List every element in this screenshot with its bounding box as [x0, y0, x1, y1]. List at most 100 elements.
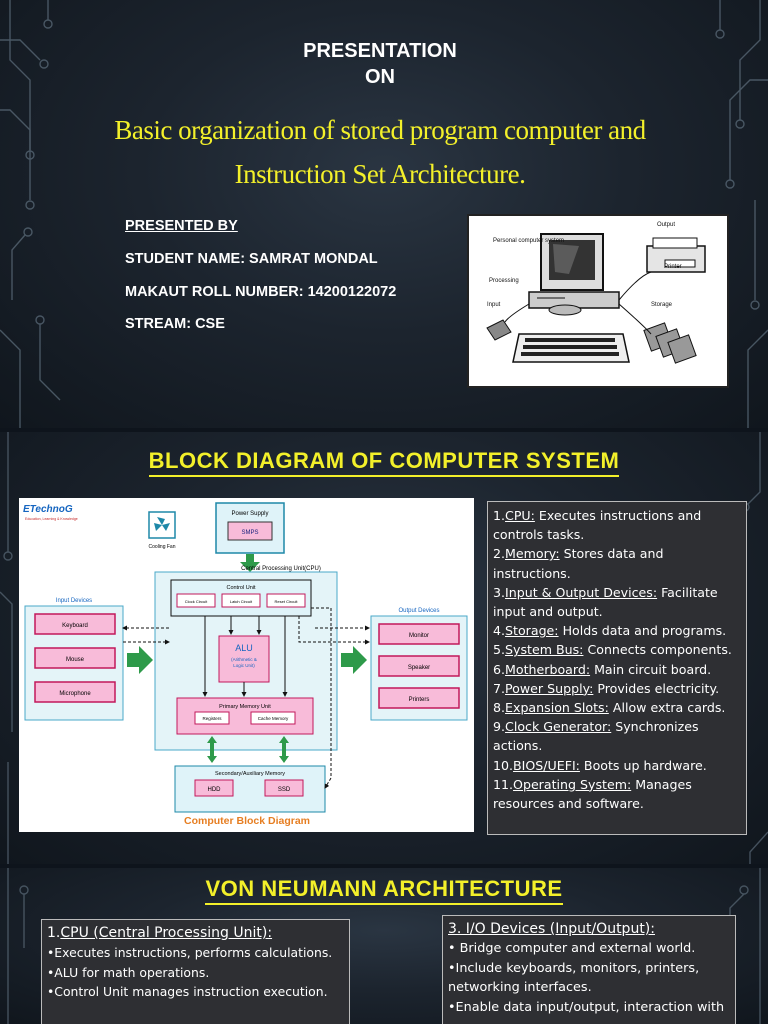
item-description: Main circuit board.: [590, 661, 712, 677]
block-diagram-slide: BLOCK DIAGRAM OF COMPUTER SYSTEM ETechno…: [0, 432, 768, 864]
alu-sub1: (Arithmetic &: [231, 657, 257, 662]
component-list-item: 10.BIOS/UEFI: Boots up hardware.: [493, 756, 741, 775]
component-list-item: 3.Input & Output Devices: Facilitate inp…: [493, 583, 741, 621]
item-term: Input & Output Devices:: [505, 584, 658, 600]
cpu-box-title-text: CPU (Central Processing Unit):: [60, 925, 273, 941]
io-bullet-1: • Bridge computer and external world.: [448, 941, 696, 957]
item-description: Holds data and programs.: [558, 623, 727, 639]
io-box-title: 3. I/O Devices (Input/Output):: [448, 920, 730, 939]
label-personal-computer: Personal computer system: [493, 238, 564, 244]
secondary-memory-label: Secondary/Auxiliary Memory: [215, 771, 285, 777]
cpu-box-title: 1.CPU (Central Processing Unit):: [47, 924, 344, 943]
item-number: 4.: [493, 623, 506, 639]
component-list-item: 8.Expansion Slots: Allow extra cards.: [493, 698, 741, 717]
item-description: Provides electricity.: [593, 680, 720, 696]
component-list-item: 7.Power Supply: Provides electricity.: [493, 679, 741, 698]
cpu-box-title-num: 1.: [47, 925, 61, 941]
clock-circuit-label: Clock Circuit: [185, 599, 208, 604]
io-info-box: 3. I/O Devices (Input/Output): • Bridge …: [442, 915, 736, 1024]
item-term: System Bus:: [505, 642, 584, 658]
output-devices-label: Output Devices: [398, 608, 439, 614]
presentation-line2: ON: [365, 66, 395, 88]
item-term: Storage:: [505, 623, 559, 639]
input-devices-label: Input Devices: [56, 598, 92, 604]
slide-heading: BLOCK DIAGRAM OF COMPUTER SYSTEM: [0, 448, 768, 477]
item-number: 2.: [493, 546, 506, 562]
cache-memory-label: Cache Memory: [258, 716, 289, 721]
roll-number: MAKAUT ROLL NUMBER: 14200122072: [125, 284, 397, 300]
item-description: Synchronizes actions.: [493, 719, 699, 754]
mouse-label: Mouse: [66, 657, 85, 663]
smps-label: SMPS: [241, 530, 258, 536]
heading-text: BLOCK DIAGRAM OF COMPUTER SYSTEM: [148, 448, 620, 477]
computer-system-illustration: Output Personal computer system Printer …: [467, 214, 729, 388]
microphone-label: Microphone: [59, 691, 91, 697]
title-line2: Instruction Set Architecture.: [234, 159, 526, 189]
power-supply-label: Power Supply: [231, 511, 268, 517]
circuit-decoration: [0, 432, 768, 864]
label-storage: Storage: [651, 302, 673, 308]
title-line1: Basic organization of stored program com…: [114, 115, 646, 145]
item-number: 7.: [493, 680, 506, 696]
component-list-item: 9.Clock Generator: Synchronizes actions.: [493, 717, 741, 755]
stream: STREAM: CSE: [125, 316, 225, 332]
item-number: 10.: [493, 757, 514, 773]
item-number: 8.: [493, 700, 506, 716]
registers-label: Registers: [202, 716, 222, 721]
item-description: Boots up hardware.: [579, 757, 707, 773]
ssd-label: SSD: [278, 787, 291, 793]
speaker-label: Speaker: [408, 665, 430, 671]
presentation-label: PRESENTATION ON: [0, 38, 760, 90]
io-bullet-3: •Enable data input/output, interaction w…: [448, 999, 725, 1015]
component-list: 1.CPU: Executes instructions and control…: [487, 501, 747, 835]
component-list-item: 11.Operating System: Manages resources a…: [493, 775, 741, 813]
cpu-bullet-1: •Executes instructions, performs calcula…: [47, 945, 333, 961]
alu-sub2: Logic Unit): [233, 663, 255, 668]
presented-by-label: PRESENTED BY: [125, 218, 238, 234]
item-number: 9.: [493, 719, 506, 735]
item-term: Expansion Slots:: [505, 700, 609, 716]
item-description: Connects components.: [583, 642, 732, 658]
item-description: Stores data and instructions.: [493, 546, 664, 581]
reset-circuit-label: Reset Circuit: [275, 599, 299, 604]
item-number: 11.: [493, 776, 514, 792]
item-term: BIOS/UEFI:: [513, 757, 580, 773]
alu-label: ALU: [235, 643, 253, 653]
hdd-label: HDD: [208, 787, 222, 793]
label-processing: Processing: [489, 278, 519, 284]
heading-text: VON NEUMANN ARCHITECTURE: [205, 876, 563, 905]
item-description: Executes instructions and controls tasks…: [493, 508, 702, 543]
control-unit-label: Control Unit: [226, 585, 256, 591]
circuit-decoration-left: [0, 0, 768, 428]
io-bullet-2: •Include keyboards, monitors, printers, …: [448, 960, 700, 996]
component-list-item: 4.Storage: Holds data and programs.: [493, 621, 741, 640]
student-name: STUDENT NAME: SAMRAT MONDAL: [125, 251, 378, 267]
item-term: CPU:: [505, 508, 535, 523]
cooling-fan-label: Cooling Fan: [149, 544, 176, 550]
component-list-item: 6.Motherboard: Main circuit board.: [493, 660, 741, 679]
cpu-label: Central Processing Unit(CPU): [241, 566, 321, 572]
item-number: 6.: [493, 661, 506, 677]
monitor-label: Monitor: [409, 633, 429, 639]
component-list-item: 2.Memory: Stores data and instructions.: [493, 544, 741, 582]
slide-heading: VON NEUMANN ARCHITECTURE: [0, 876, 768, 905]
label-output: Output: [657, 222, 675, 228]
io-box-title-text: 3. I/O Devices (Input/Output):: [448, 921, 655, 937]
component-list-item: 1.CPU: Executes instructions and control…: [493, 506, 741, 544]
item-term: Operating System:: [513, 776, 632, 792]
item-number: 1.: [493, 508, 506, 523]
keyboard-label: Keyboard: [62, 623, 88, 629]
cpu-bullet-2: •ALU for math operations.: [47, 964, 210, 980]
item-number: 5.: [493, 642, 506, 658]
item-description: Manages resources and software.: [493, 776, 692, 812]
primary-memory-label: Primary Memory Unit: [219, 704, 271, 710]
title-slide: PRESENTATION ON Basic organization of st…: [0, 0, 768, 428]
item-term: Motherboard:: [505, 661, 591, 677]
presentation-line1: PRESENTATION: [303, 40, 457, 62]
von-neumann-slide: VON NEUMANN ARCHITECTURE 1.CPU (Central …: [0, 868, 768, 1024]
latch-circuit-label: Latch Circuit: [230, 599, 253, 604]
diagram-caption: Computer Block Diagram: [184, 815, 310, 827]
label-printer: Printer: [664, 264, 682, 270]
cpu-info-box: 1.CPU (Central Processing Unit): •Execut…: [41, 919, 350, 1024]
item-term: Memory:: [505, 546, 560, 562]
